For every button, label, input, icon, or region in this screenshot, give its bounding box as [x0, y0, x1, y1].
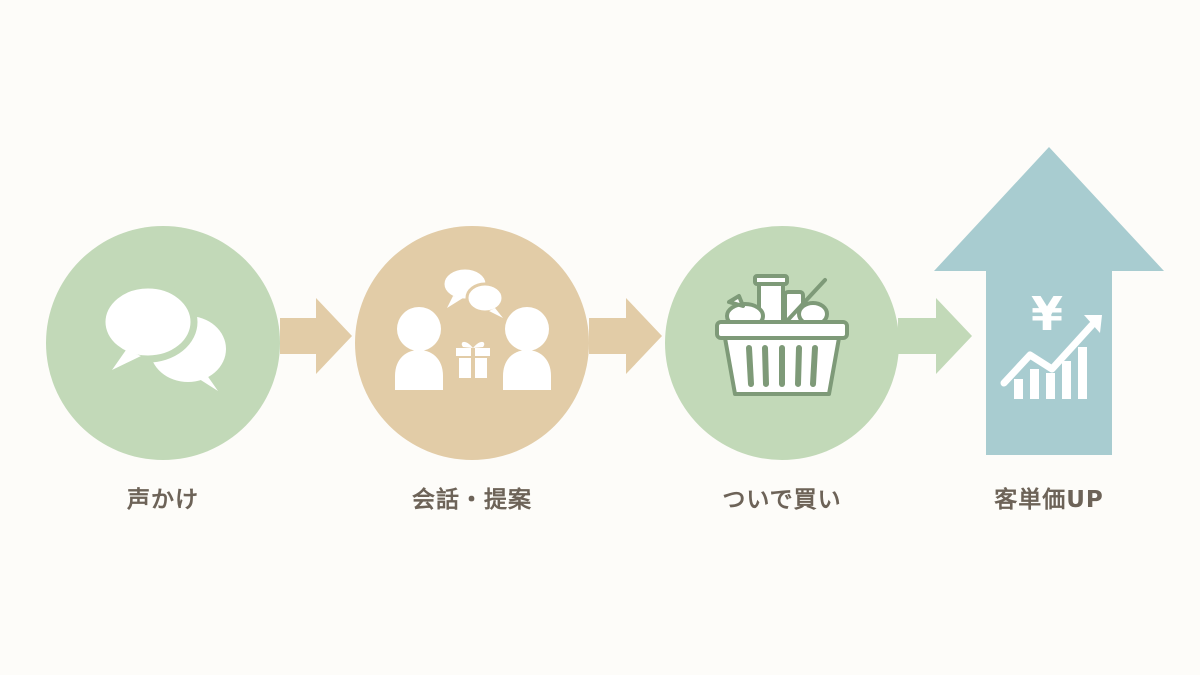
- people-conversation-gift-icon: [355, 226, 589, 460]
- step-1-circle: [46, 226, 280, 460]
- arrow-right-icon: [898, 298, 972, 374]
- step-3-circle: [665, 226, 899, 460]
- step-2-circle: [355, 226, 589, 460]
- connector-arrow-2: [589, 298, 662, 374]
- yen-symbol: ¥: [1031, 287, 1063, 341]
- step-4-label: 客単価UP: [994, 487, 1104, 513]
- yen-growth-chart-icon: ¥: [934, 147, 1164, 455]
- connector-arrow-3: [898, 298, 972, 374]
- step-4-up-arrow: ¥: [934, 147, 1164, 455]
- arrow-right-icon: [280, 298, 352, 374]
- step-1-label: 声かけ: [127, 487, 199, 513]
- step-3-label: ついで買い: [722, 487, 842, 513]
- speech-bubbles-icon: [46, 226, 280, 460]
- shopping-basket-icon: [665, 226, 899, 460]
- arrow-right-icon: [589, 298, 662, 374]
- step-2-label: 会話・提案: [412, 487, 532, 513]
- connector-arrow-1: [280, 298, 352, 374]
